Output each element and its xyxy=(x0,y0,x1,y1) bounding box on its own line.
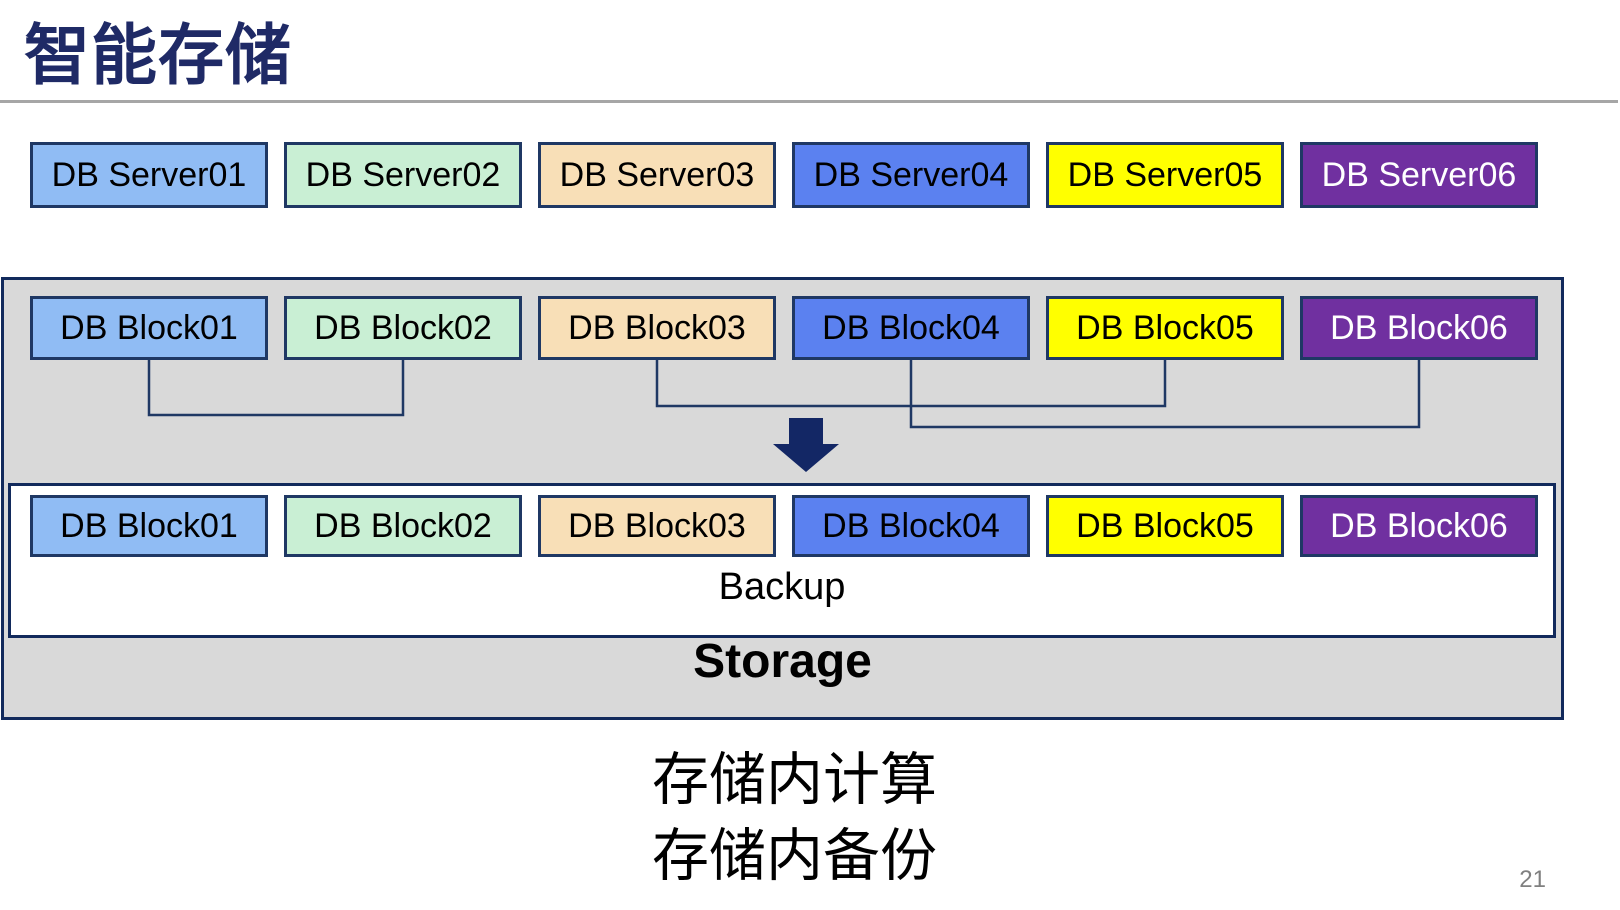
storage-label: Storage xyxy=(693,635,872,688)
caption-text: 存储内计算 存储内备份 xyxy=(652,742,937,894)
db-server-03-label: DB Server03 xyxy=(559,155,755,194)
db-block-bottom-03-box: DB Block03 xyxy=(538,495,776,557)
db-block-bottom-03-label: DB Block03 xyxy=(568,506,746,545)
db-server-06-label: DB Server06 xyxy=(1321,155,1517,194)
db-server-06-box: DB Server06 xyxy=(1300,142,1538,208)
db-block-bottom-01-label: DB Block01 xyxy=(60,506,238,545)
db-block-bottom-05-label: DB Block05 xyxy=(1076,506,1254,545)
db-block-top-04-box: DB Block04 xyxy=(792,296,1030,360)
db-block-top-04-label: DB Block04 xyxy=(822,308,1000,347)
db-server-02-label: DB Server02 xyxy=(305,155,501,194)
page-number: 21 xyxy=(1519,866,1546,893)
db-block-bottom-02-label: DB Block02 xyxy=(314,506,492,545)
db-server-02-box: DB Server02 xyxy=(284,142,522,208)
db-block-top-06-box: DB Block06 xyxy=(1300,296,1538,360)
db-block-top-03-label: DB Block03 xyxy=(568,308,746,347)
db-block-bottom-05-box: DB Block05 xyxy=(1046,495,1284,557)
db-server-05-box: DB Server05 xyxy=(1046,142,1284,208)
db-block-top-01-label: DB Block01 xyxy=(60,308,238,347)
slide-title: 智能存储 xyxy=(24,18,292,92)
db-block-row-bottom: DB Block01 DB Block02 DB Block03 DB Bloc… xyxy=(30,495,1538,557)
db-server-row: DB Server01 DB Server02 DB Server03 DB S… xyxy=(30,142,1538,208)
db-server-05-label: DB Server05 xyxy=(1067,155,1263,194)
db-server-04-box: DB Server04 xyxy=(792,142,1030,208)
db-server-03-box: DB Server03 xyxy=(538,142,776,208)
db-block-bottom-01-box: DB Block01 xyxy=(30,495,268,557)
title-divider xyxy=(0,100,1618,103)
db-block-bottom-02-box: DB Block02 xyxy=(284,495,522,557)
caption-line-1: 存储内计算 xyxy=(652,748,937,812)
db-block-top-06-label: DB Block06 xyxy=(1330,308,1508,347)
db-server-01-label: DB Server01 xyxy=(51,155,247,194)
db-block-bottom-06-box: DB Block06 xyxy=(1300,495,1538,557)
db-server-04-label: DB Server04 xyxy=(813,155,1009,194)
db-block-top-01-box: DB Block01 xyxy=(30,296,268,360)
db-block-top-02-label: DB Block02 xyxy=(314,308,492,347)
db-server-01-box: DB Server01 xyxy=(30,142,268,208)
db-block-bottom-04-box: DB Block04 xyxy=(792,495,1030,557)
db-block-top-05-box: DB Block05 xyxy=(1046,296,1284,360)
db-block-top-05-label: DB Block05 xyxy=(1076,308,1254,347)
caption-line-2: 存储内备份 xyxy=(652,824,937,888)
db-block-top-03-box: DB Block03 xyxy=(538,296,776,360)
db-block-bottom-04-label: DB Block04 xyxy=(822,506,1000,545)
backup-label: Backup xyxy=(718,566,846,608)
db-block-top-02-box: DB Block02 xyxy=(284,296,522,360)
db-block-bottom-06-label: DB Block06 xyxy=(1330,506,1508,545)
db-block-row-top: DB Block01 DB Block02 DB Block03 DB Bloc… xyxy=(30,296,1538,360)
